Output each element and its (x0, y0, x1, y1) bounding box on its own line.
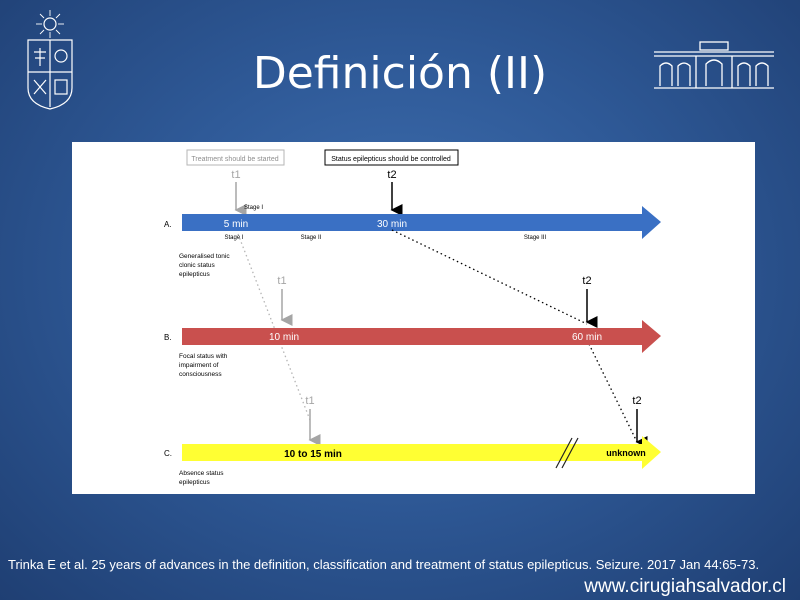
row-a-stage-3: Stage III (524, 235, 547, 241)
university-crest-icon (27, 10, 73, 110)
row-a-t2-label: t2 (387, 169, 396, 181)
row-b-letter: B. (164, 333, 172, 342)
row-c-break-mark-2 (561, 437, 579, 469)
dotted-connector-a-b (391, 229, 588, 325)
row-c-break-mark-1 (555, 437, 573, 469)
controlled-box-label: Status epilepticus should be controlled (331, 156, 451, 163)
row-b-t2-label: t2 (582, 275, 591, 287)
dotted-connector-b-c (586, 339, 639, 445)
treatment-box-label: Treatment should be started (191, 156, 278, 163)
row-b-desc-2: impairment of (179, 362, 219, 369)
row-c-desc-2: epilepticus (179, 479, 210, 486)
row-a-desc-1: Generalised tonic (179, 253, 230, 260)
row-c-t2-label: t2 (632, 395, 641, 407)
row-a-t1-time: 5 min (224, 219, 248, 230)
citation-text: Trinka E et al. 25 years of advances in … (8, 557, 760, 572)
row-b-t1-time: 10 min (269, 332, 299, 343)
controlled-box (324, 149, 459, 166)
row-a-desc-2: clonic status (179, 262, 216, 269)
timeline-diagram: Treatment should be started Status epile… (164, 149, 661, 486)
timeline-diagram-panel: Treatment should be started Status epile… (72, 142, 755, 494)
row-c-t1-label: t1 (305, 395, 314, 407)
row-b-desc-3: consciousness (179, 371, 222, 378)
row-a-stage-2: Stage II (301, 235, 322, 241)
row-a-stage-top: Stage I (244, 205, 263, 211)
row-b-desc-1: Focal status with (179, 353, 228, 360)
row-c-letter: C. (164, 449, 172, 458)
row-c-desc-1: Absence status (179, 470, 224, 477)
row-a-letter: A. (164, 220, 172, 229)
treatment-box (186, 149, 285, 166)
row-a-t2-time: 30 min (377, 219, 407, 230)
row-a-arrow-bar (182, 206, 661, 239)
row-a-desc-3: epilepticus (179, 271, 210, 278)
row-a-stage-1: Stage I (224, 235, 243, 241)
row-b-t1-label: t1 (277, 275, 286, 287)
row-c-t2-time: unknown (606, 448, 646, 458)
row-b-arrow-bar (182, 320, 661, 353)
row-c-t1-time: 10 to 15 min (284, 449, 342, 460)
row-c-arrow-bar (182, 436, 661, 469)
row-a-t1-label: t1 (231, 169, 240, 181)
dotted-connector-gray (237, 233, 311, 421)
website-link[interactable]: www.cirugiahsalvador.cl (584, 576, 786, 597)
page-title: Definición (II) (252, 48, 548, 99)
building-facade-icon (654, 41, 774, 89)
row-b-t2-time: 60 min (572, 332, 602, 343)
